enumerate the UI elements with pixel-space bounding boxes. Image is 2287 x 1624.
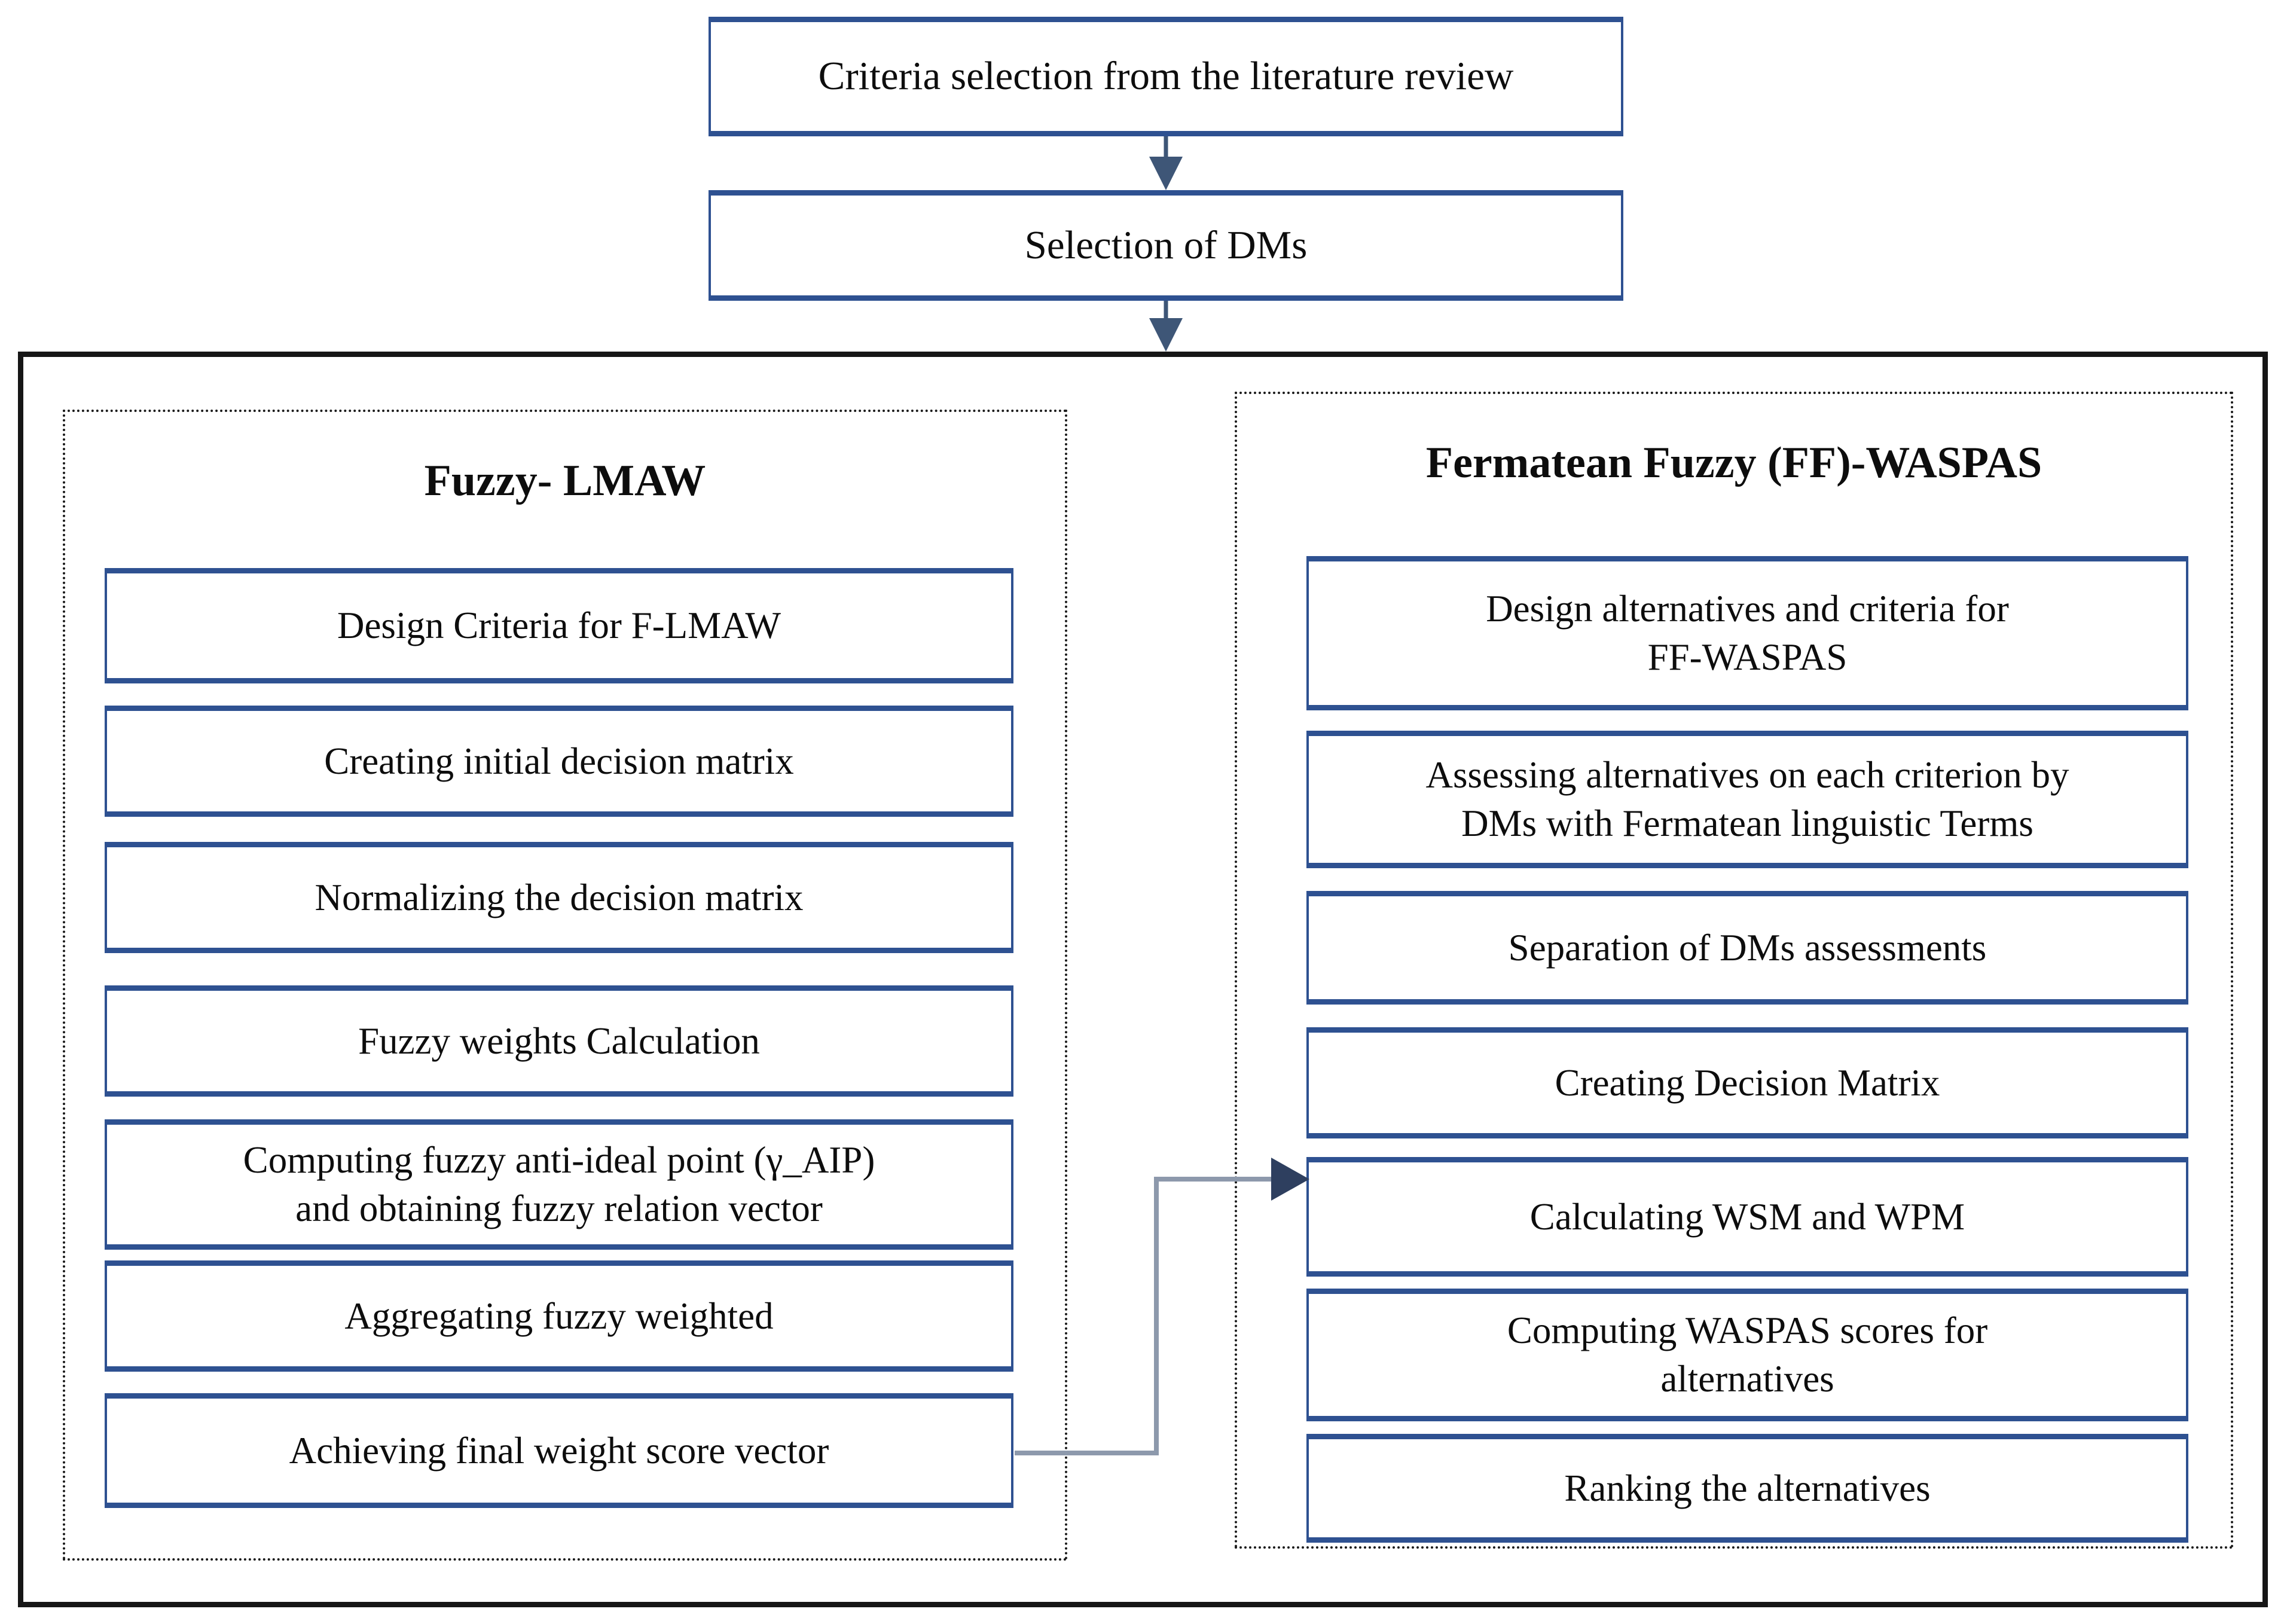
step-label: Criteria selection from the literature r…: [818, 54, 1514, 99]
process-label: Design alternatives and criteria for FF-…: [1486, 588, 2009, 678]
process-label: Creating Decision Matrix: [1555, 1061, 1940, 1104]
process-label: Computing WASPAS scores for alternatives: [1507, 1309, 1988, 1400]
process-label: Achieving final weight score vector: [289, 1429, 829, 1472]
connector-line: [1015, 1177, 1271, 1455]
process-box: Computing WASPAS scores for alternatives: [1306, 1289, 2188, 1421]
process-box: Separation of DMs assessments: [1306, 891, 2188, 1005]
step-label: Selection of DMs: [1024, 222, 1308, 267]
process-box: Creating Decision Matrix: [1306, 1027, 2188, 1138]
process-label: Aggregating fuzzy weighted: [344, 1295, 774, 1337]
process-label: Separation of DMs assessments: [1508, 926, 1987, 969]
process-box: Creating initial decision matrix: [105, 706, 1013, 817]
process-label: Assessing alternatives on each criterion…: [1425, 754, 2069, 844]
process-box: Design alternatives and criteria for FF-…: [1306, 556, 2188, 710]
arrow-down-icon: [1149, 136, 1183, 190]
arrow-shaft: [1164, 301, 1168, 322]
step-box-criteria-selection: Criteria selection from the literature r…: [709, 17, 1623, 136]
process-box: Aggregating fuzzy weighted: [105, 1260, 1013, 1372]
process-box: Assessing alternatives on each criterion…: [1306, 731, 2188, 868]
process-label: Fuzzy weights Calculation: [358, 1019, 760, 1062]
arrow-down-icon: [1149, 301, 1183, 352]
arrow-head: [1149, 318, 1183, 352]
process-box: Fuzzy weights Calculation: [105, 985, 1013, 1097]
arrow-shaft: [1164, 136, 1168, 160]
panel-title-ff-waspas: Fermatean Fuzzy (FF)-WASPAS: [1425, 438, 2042, 487]
process-label: Ranking the alternatives: [1564, 1467, 1931, 1509]
elbow-connector-arrow: [1015, 1158, 1309, 1455]
process-box: Computing fuzzy anti-ideal point (γ_AIP)…: [105, 1119, 1013, 1250]
connector-arrowhead-icon: [1271, 1158, 1309, 1201]
process-label: Normalizing the decision matrix: [314, 876, 804, 918]
process-box: Design Criteria for F-LMAW: [105, 568, 1013, 683]
process-box: Calculating WSM and WPM: [1306, 1157, 2188, 1277]
panel-ff-waspas: [1235, 392, 2233, 1549]
panel-title-fuzzy-lmaw: Fuzzy- LMAW: [424, 456, 706, 505]
process-box: Ranking the alternatives: [1306, 1434, 2188, 1543]
process-label: Calculating WSM and WPM: [1529, 1195, 1965, 1238]
process-label: Creating initial decision matrix: [324, 740, 794, 782]
panel-fuzzy-lmaw: [63, 410, 1067, 1561]
process-box: Normalizing the decision matrix: [105, 842, 1013, 953]
methods-outer-frame: [18, 352, 2268, 1607]
arrow-head: [1149, 157, 1183, 190]
process-label: Computing fuzzy anti-ideal point (γ_AIP)…: [243, 1139, 875, 1229]
process-label: Design Criteria for F-LMAW: [337, 605, 781, 647]
step-box-selection-of-dms: Selection of DMs: [709, 190, 1623, 301]
process-box: Achieving final weight score vector: [105, 1393, 1013, 1508]
